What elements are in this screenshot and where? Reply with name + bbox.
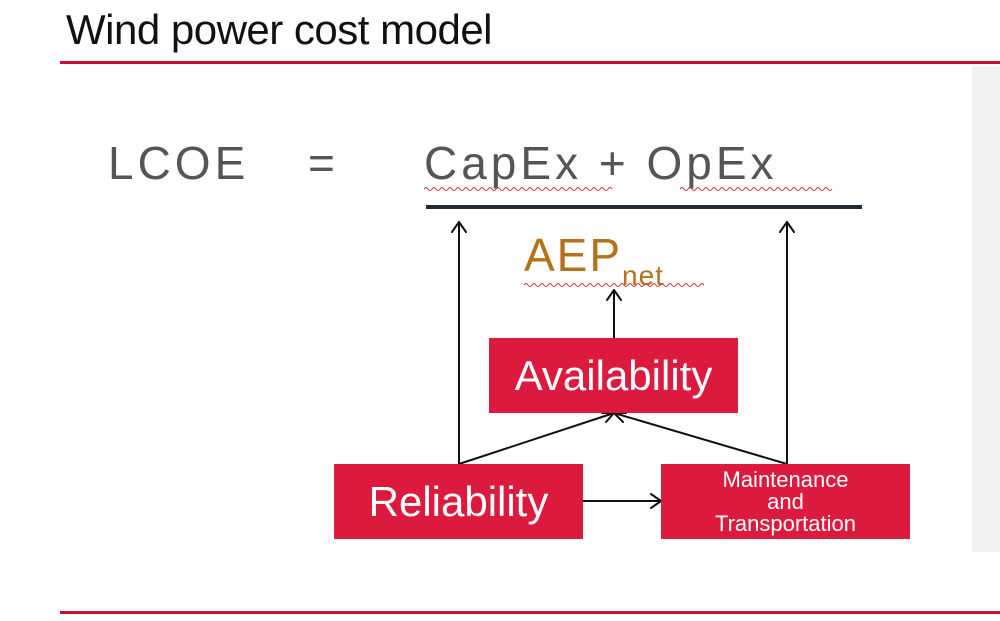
availability-box: Availability [489, 338, 738, 413]
maintenance-label-line1: Maintenance [722, 466, 849, 492]
arrow-availability-to-aep [606, 289, 622, 339]
spellcheck-underline-numerator [424, 187, 833, 191]
availability-label: Availability [514, 351, 713, 399]
maintenance-label-line3: Transportation [714, 510, 857, 536]
aep-main: AEP [524, 229, 623, 281]
fraction-bar [426, 205, 862, 209]
equation-lhs: LCOE [108, 137, 250, 189]
slide-title: Wind power cost model [66, 6, 493, 53]
reliability-box: Reliability [334, 464, 583, 539]
maintenance-transportation-box: Maintenance and Transportation [661, 464, 910, 539]
equation-denominator: AEPnet [524, 228, 664, 291]
arrow-maintenance-to-opex [779, 221, 795, 465]
equation-equals: = [308, 137, 339, 189]
arrow-reliability-to-capex [451, 221, 467, 465]
bottom-divider [60, 611, 1000, 614]
right-edge-shade [972, 66, 1000, 552]
spellcheck-underline-aep [524, 283, 704, 287]
title-divider [60, 61, 1000, 64]
equation-numerator: CapEx + OpEx [424, 137, 778, 189]
reliability-label: Reliability [368, 477, 549, 525]
arrow-reliability-to-availability [458, 412, 615, 465]
maintenance-label-line2: and [767, 488, 804, 514]
arrow-reliability-to-maintenance [582, 493, 662, 509]
arrow-maintenance-to-availability [613, 412, 788, 465]
